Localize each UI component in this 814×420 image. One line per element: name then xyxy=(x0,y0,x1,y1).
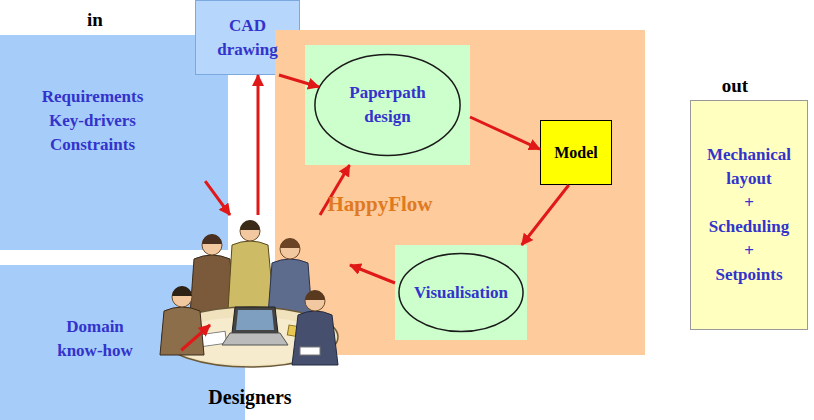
flow-arrow xyxy=(181,325,210,350)
ellipse-shape xyxy=(315,55,460,156)
flow-arrow xyxy=(257,75,260,215)
flow-arrow xyxy=(205,181,230,215)
node-text: Visualisation xyxy=(400,281,522,305)
flow-arrow xyxy=(279,75,319,87)
flow-arrow xyxy=(470,117,540,149)
node-text: Paperpath design xyxy=(310,81,465,129)
ellipse-outline xyxy=(305,45,470,165)
node-text: HappyFlow xyxy=(280,192,480,216)
flow-arrow xyxy=(350,265,395,283)
flow-arrow xyxy=(320,165,350,215)
model-box: Model xyxy=(540,120,612,185)
tool-region: HappyFlow Paperpath designModelVisualisat… xyxy=(275,30,645,355)
ellipse-shape xyxy=(399,254,523,332)
node-text: Domain know-how xyxy=(5,315,185,363)
node-text: Model xyxy=(545,143,607,163)
process-ellipse: Visualisation xyxy=(395,245,527,340)
node-text: Requirements Key-drivers Constraints xyxy=(5,85,180,157)
output-box: Mechanical layout + Scheduling + Setpoin… xyxy=(690,100,808,330)
input-box: Requirements Key-drivers Constraints xyxy=(0,35,228,250)
node-text: CAD drawing xyxy=(200,14,295,62)
designers-illustration xyxy=(150,215,350,383)
label-slot: out xyxy=(700,74,770,98)
label-slot: in xyxy=(70,8,120,32)
section-label: in xyxy=(70,8,120,32)
flow-arrow xyxy=(522,185,569,245)
designers-group: Designers xyxy=(150,215,350,415)
section-label: out xyxy=(700,74,770,98)
group-caption: Designers xyxy=(150,385,350,409)
node-text: Mechanical layout + Scheduling + Setpoin… xyxy=(695,143,803,287)
process-ellipse: Paperpath design xyxy=(305,45,470,165)
